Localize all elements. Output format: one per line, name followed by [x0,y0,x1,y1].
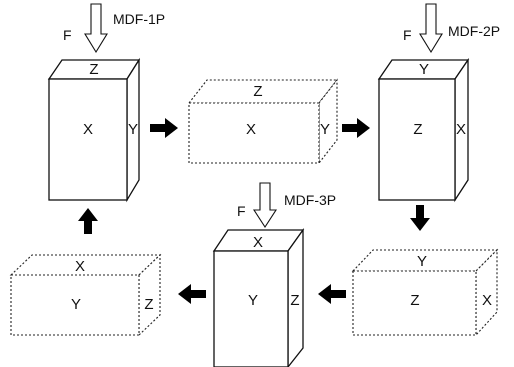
block-5-side-label: Z [290,292,299,309]
block-1-side-label: Y [128,121,138,138]
force-label-3: F [237,203,246,219]
block-5-top-label: X [253,234,263,251]
block-3: Y Z X [377,57,470,203]
block-5-front-face [213,250,289,367]
block-2-side-face [318,78,338,165]
flow-arrow-up-icon [78,208,98,234]
force-arrow-2-icon [419,3,443,54]
step-label-mdf-3p: MDF-3P [284,192,336,208]
block-6-front-face [10,274,140,336]
block-1-front-label: X [83,121,93,138]
force-arrow-2: F MDF-2P [403,3,500,54]
force-label-1: F [63,27,72,43]
block-5: X Y Z [212,227,305,367]
block-5-front-label: Y [248,292,258,309]
flow-arrow-left-icon [178,284,206,304]
block-3-front-face [378,78,456,201]
step-label-mdf-1p: MDF-1P [113,11,165,27]
flow-arrow-right-icon [150,118,178,138]
block-4-front-label: Z [410,292,419,309]
block-1: Z X Y [47,57,141,203]
force-arrow-1: F MDF-1P [63,3,165,54]
block-1-top-label: Z [89,61,98,78]
block-2-front-face [188,102,320,164]
force-arrow-1-icon [84,3,108,54]
block-4-side-label: X [482,292,492,309]
force-label-2: F [403,27,412,43]
flow-arrow-left-icon [318,284,346,304]
block-2-side-label: Y [320,121,330,138]
step-label-mdf-2p: MDF-2P [448,23,500,39]
flow-arrow-right-icon [342,118,370,138]
block-1-front-face [48,78,128,201]
block-2-top-label: Z [253,83,262,100]
block-4-top-label: Y [417,253,427,270]
block-2-front-label: X [246,121,256,138]
block-3-top-label: Y [419,61,429,78]
block-6-side-label: Z [144,296,153,313]
block-6: X Y Z [9,253,162,337]
flow-arrow-down-icon [410,205,430,231]
block-3-front-label: Z [413,121,422,138]
block-4-front-face [352,270,477,336]
block-2-top-face [187,79,339,104]
block-3-side-label: X [456,121,466,138]
block-2: Z X Y [187,78,339,165]
force-arrow-3: F MDF-3P [237,182,336,229]
block-4: Y Z X [351,248,499,337]
block-6-top-face [9,254,162,276]
force-arrow-3-icon [252,182,278,229]
block-6-front-label: Y [71,296,81,313]
block-6-top-label: X [75,258,85,275]
